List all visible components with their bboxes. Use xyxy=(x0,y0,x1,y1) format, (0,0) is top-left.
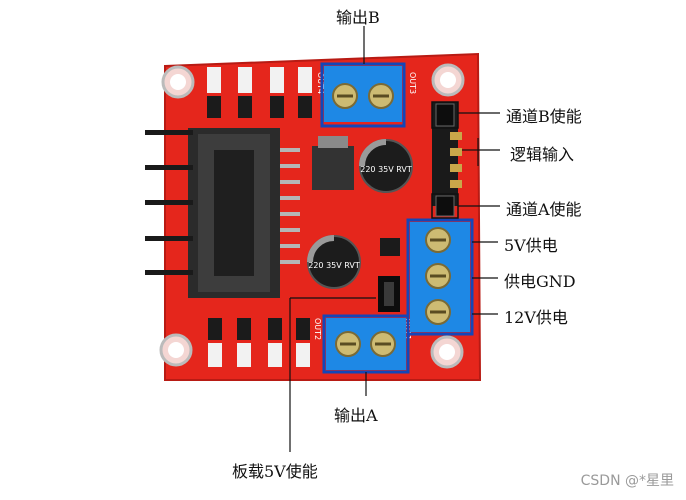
watermark: CSDN @*星里 xyxy=(580,473,674,489)
voltage-regulator xyxy=(312,136,354,190)
onboard-5v-jumper xyxy=(378,238,400,312)
diodes-top xyxy=(207,67,312,118)
label-channel-a-enable: 通道A使能 xyxy=(506,200,582,219)
capacitor-bottom xyxy=(307,235,361,289)
label-onboard-5v-enable: 板载5V使能 xyxy=(232,462,318,481)
callout-box-channel-b xyxy=(431,101,459,129)
label-logic-input: 逻辑输入 xyxy=(510,145,575,164)
label-power-5v: 5V供电 xyxy=(504,236,558,255)
label-output-a: 输出A xyxy=(334,406,378,425)
terminal-output-a xyxy=(326,318,406,370)
label-power-12v: 12V供电 xyxy=(504,308,568,327)
capacitor-top xyxy=(359,139,413,193)
label-channel-b-enable: 通道B使能 xyxy=(506,107,582,126)
callout-box-output-b xyxy=(320,62,406,128)
l298n-chip-heatsink xyxy=(145,128,300,298)
terminal-output-b xyxy=(324,66,402,122)
terminal-power xyxy=(410,222,470,332)
logic-header-pins xyxy=(432,102,462,217)
label-output-b: 输出B xyxy=(336,8,380,27)
diodes-bottom xyxy=(208,318,310,367)
mounting-holes xyxy=(159,63,465,369)
silk-out2: OUT2 xyxy=(313,318,322,340)
label-power-gnd: 供电GND xyxy=(504,272,576,291)
capacitor-bottom-label: 220 35V RVT xyxy=(308,261,360,270)
leader-lines xyxy=(289,26,500,452)
silk-out3: OUT3 xyxy=(408,72,417,94)
capacitor-top-label: 220 35V RVT xyxy=(360,165,412,174)
callout-box-power xyxy=(406,218,474,336)
